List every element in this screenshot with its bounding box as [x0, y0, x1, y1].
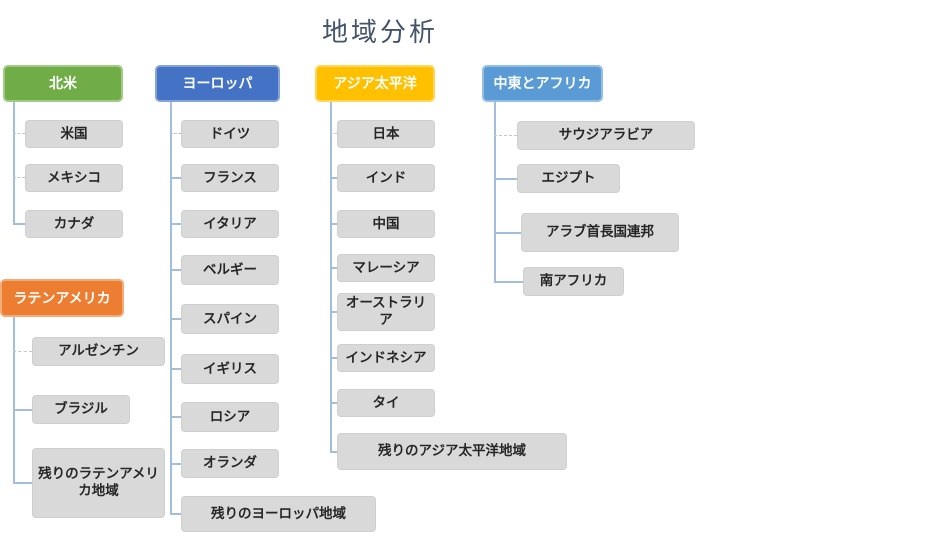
connector-solid-line	[13, 223, 25, 225]
connector-solid-line	[170, 318, 181, 320]
connector-dashed-line	[13, 177, 25, 178]
country-node: オーストラリア	[337, 293, 435, 331]
connector-solid-line	[494, 232, 521, 234]
country-node: ロシア	[181, 402, 279, 432]
connector-solid-line	[13, 409, 32, 411]
country-node: インド	[337, 164, 435, 192]
region-header-europe: ヨーロッパ	[155, 65, 280, 102]
country-node: カナダ	[25, 210, 123, 238]
connector-dashed-line	[170, 133, 181, 134]
country-node: 中国	[337, 210, 435, 238]
country-node: アラブ首長国連邦	[521, 213, 679, 252]
country-node: エジプト	[517, 164, 620, 193]
country-node: イギリス	[181, 354, 279, 384]
country-node: スパイン	[181, 304, 279, 334]
connector-trunk-line	[170, 102, 172, 515]
connector-solid-line	[330, 357, 337, 359]
connector-solid-line	[494, 281, 523, 283]
connector-dashed-line	[330, 133, 337, 134]
connector-solid-line	[170, 463, 181, 465]
country-node: アルゼンチン	[32, 337, 165, 366]
connector-trunk-line	[330, 102, 332, 453]
region-header-north-america: 北米	[3, 65, 123, 102]
connector-solid-line	[330, 177, 337, 179]
country-node: インドネシア	[337, 344, 435, 372]
connector-solid-line	[13, 482, 32, 484]
connector-solid-line	[170, 368, 181, 370]
connector-solid-line	[170, 416, 181, 418]
country-node: メキシコ	[25, 164, 123, 192]
country-node: 残りのラテンアメリカ地域	[32, 448, 165, 518]
connector-dashed-line	[13, 133, 25, 134]
connector-solid-line	[330, 267, 337, 269]
connector-solid-line	[330, 402, 337, 404]
country-node: イタリア	[181, 210, 279, 238]
connector-trunk-line	[494, 102, 496, 283]
country-node: 日本	[337, 120, 435, 148]
connector-solid-line	[170, 269, 181, 271]
connector-solid-line	[170, 223, 181, 225]
connector-solid-line	[170, 177, 181, 179]
country-node: サウジアラビア	[517, 121, 695, 150]
region-header-latin-america: ラテンアメリカ	[0, 279, 124, 317]
country-node: 残りのヨーロッパ地域	[181, 496, 376, 532]
country-node: 南アフリカ	[523, 267, 624, 296]
connector-solid-line	[494, 178, 517, 180]
country-node: 米国	[25, 120, 123, 148]
country-node: オランダ	[181, 449, 279, 478]
connector-solid-line	[170, 513, 181, 515]
page-title: 地域分析	[321, 17, 438, 47]
country-node: タイ	[337, 389, 435, 417]
connector-dashed-line	[13, 351, 32, 352]
country-node: ドイツ	[181, 120, 279, 148]
region-header-middle-east-africa: 中東とアフリカ	[482, 65, 603, 102]
country-node: ブラジル	[32, 395, 130, 424]
connector-trunk-line	[13, 102, 15, 225]
connector-trunk-line	[13, 317, 15, 484]
country-node: フランス	[181, 164, 279, 192]
connector-solid-line	[330, 311, 337, 313]
region-header-asia-pacific: アジア太平洋	[315, 65, 435, 102]
connector-solid-line	[330, 223, 337, 225]
connector-solid-line	[330, 451, 337, 453]
connector-dashed-line	[494, 135, 517, 136]
country-node: 残りのアジア太平洋地域	[337, 433, 567, 470]
country-node: ベルギー	[181, 255, 279, 285]
country-node: マレーシア	[337, 254, 435, 282]
